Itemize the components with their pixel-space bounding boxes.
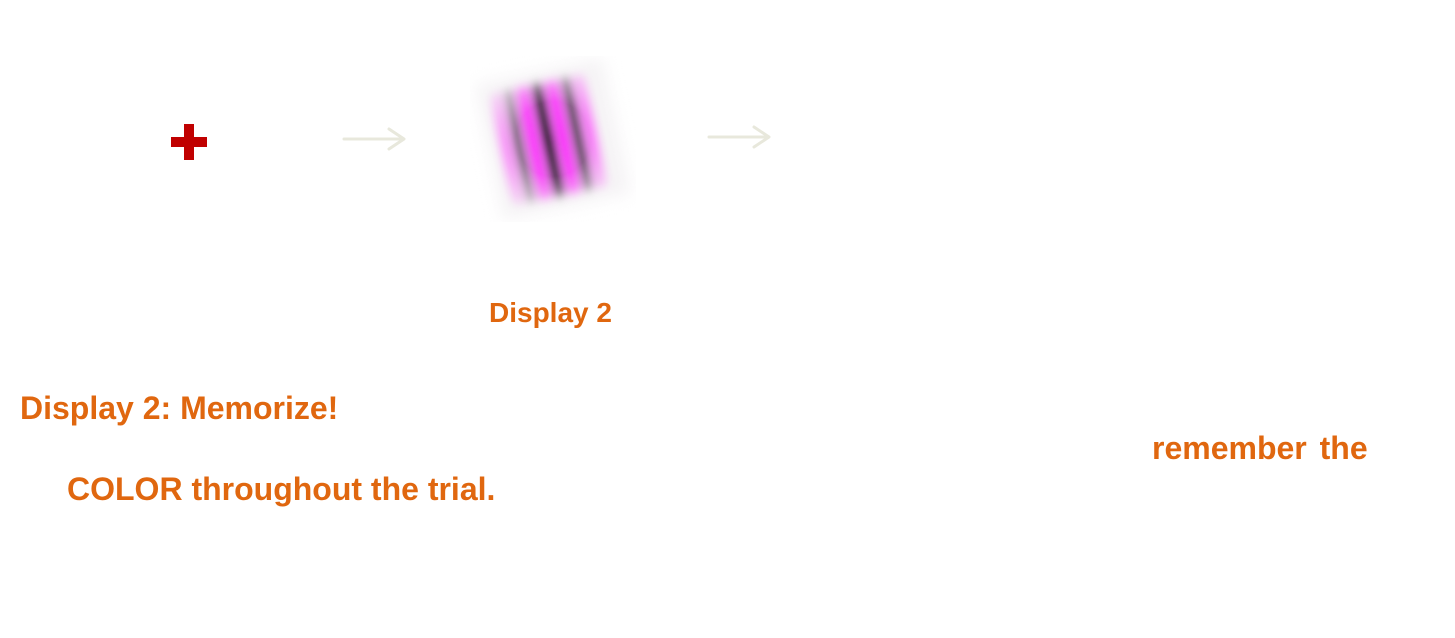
right-arrow-icon xyxy=(342,127,406,151)
display-label: Display 2 xyxy=(489,297,612,328)
instruction-text-left: COLOR throughout the trial. xyxy=(67,471,496,507)
instruction-text-right: remember the xyxy=(1152,430,1368,466)
gabor-stimulus-image xyxy=(475,57,631,221)
fixation-cross-icon xyxy=(171,124,207,160)
right-arrow-icon xyxy=(707,125,771,149)
fixation-cross-vertical-bar xyxy=(184,124,194,160)
instruction-title: Display 2: Memorize! xyxy=(20,390,339,426)
